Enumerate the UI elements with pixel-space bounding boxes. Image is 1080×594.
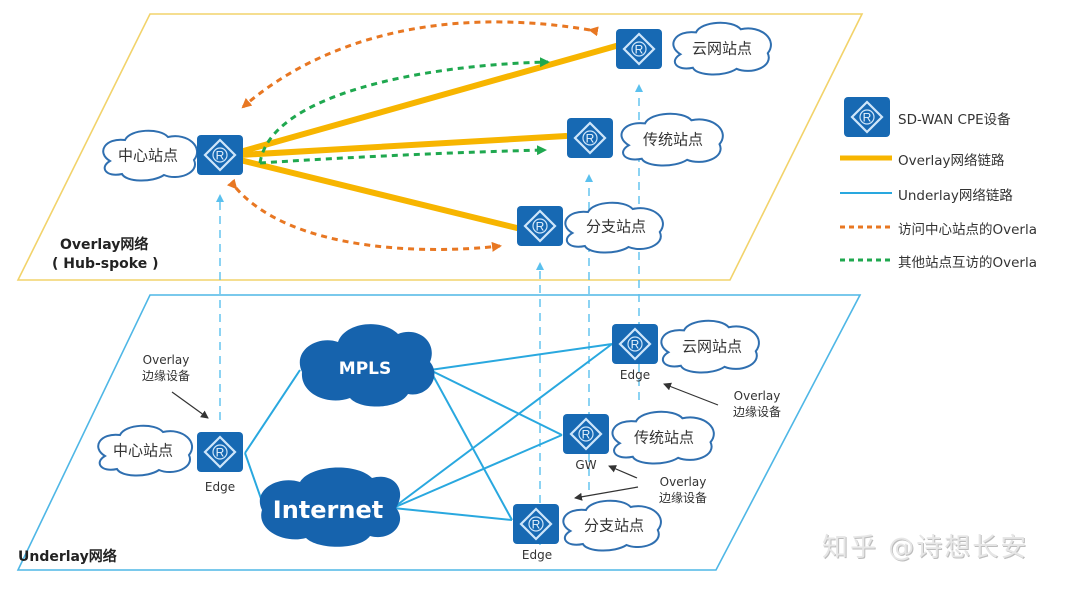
overlay-site-legacy-label: 传统站点 bbox=[642, 130, 704, 149]
overlay-plane-title: Overlay网络 bbox=[60, 237, 149, 253]
overlay-site-cloud-label: 云网站点 bbox=[691, 39, 753, 58]
underlay-legacy-device-role: GW bbox=[575, 458, 597, 472]
annotation-arrows bbox=[171, 382, 719, 501]
router-icon-underlay-hub bbox=[197, 432, 243, 472]
overlay-link-hub-legacy bbox=[237, 133, 569, 158]
legend-item-underlay-link: Underlay网络链路 bbox=[898, 188, 1013, 204]
router-icon-overlay-hub bbox=[197, 135, 243, 175]
underlay-site-cloud-label: 云网站点 bbox=[681, 337, 743, 356]
overlay-site-branch-label: 分支站点 bbox=[585, 217, 647, 236]
router-icon-underlay-branch bbox=[513, 504, 559, 544]
legend-item-cpe: SD-WAN CPE设备 bbox=[898, 112, 1011, 128]
orange-path-hub-branch bbox=[226, 178, 502, 252]
router-icon-overlay-branch bbox=[517, 206, 563, 246]
internet-label: Internet bbox=[272, 496, 384, 524]
overlay-site-hub-label: 中心站点 bbox=[117, 146, 179, 165]
green-path-legacy bbox=[259, 145, 547, 165]
mpls-label: MPLS bbox=[338, 359, 392, 379]
site-to-site-overlay-paths bbox=[258, 57, 550, 165]
legend-item-site-to-site: 其他站点互访的Overla bbox=[898, 255, 1037, 271]
router-icon-underlay-legacy bbox=[563, 414, 609, 454]
orange-path-hub-cloud bbox=[241, 20, 599, 109]
overlay-link-hub-branch bbox=[237, 157, 520, 231]
watermark: 知乎 @诗想长安 bbox=[822, 533, 1029, 563]
legend-router-icon bbox=[844, 97, 890, 137]
legend-lines bbox=[840, 155, 892, 262]
overlay-hub-cloud bbox=[102, 129, 198, 182]
internet-cloud bbox=[259, 467, 401, 547]
underlay-site-legacy-label: 传统站点 bbox=[633, 428, 695, 447]
gw-branch-annotation: Overlay 边缘设备 bbox=[658, 475, 708, 505]
site-clouds bbox=[97, 21, 772, 552]
underlay-hub-cloud bbox=[97, 424, 193, 477]
routers bbox=[197, 29, 890, 544]
underlay-branch-device-role: Edge bbox=[521, 548, 553, 562]
underlay-site-branch-label: 分支站点 bbox=[583, 516, 645, 535]
legend-item-hub-access: 访问中心站点的Overla bbox=[898, 222, 1037, 238]
router-icon-underlay-cloud bbox=[612, 324, 658, 364]
cloud-edge-annotation: Overlay 边缘设备 bbox=[732, 389, 782, 419]
underlay-site-hub-label: 中心站点 bbox=[112, 441, 174, 460]
router-icon-overlay-legacy bbox=[567, 118, 613, 158]
router-icon-overlay-cloud bbox=[616, 29, 662, 69]
underlay-cloud-cloud bbox=[660, 319, 760, 374]
mpls-cloud bbox=[299, 324, 435, 407]
underlay-plane-border bbox=[16, 294, 862, 571]
underlay-legacy-cloud bbox=[611, 410, 715, 465]
underlay-hub-device-role: Edge bbox=[204, 480, 236, 494]
overlay-branch-cloud bbox=[564, 201, 664, 254]
hub-access-overlay-paths bbox=[226, 20, 599, 252]
underlay-cloud-device-role: Edge bbox=[619, 368, 651, 382]
legend-item-overlay-link: Overlay网络链路 bbox=[898, 153, 1005, 169]
overlay-cloud-cloud bbox=[672, 21, 772, 76]
green-path-cloud bbox=[258, 57, 550, 164]
underlay-branch-cloud bbox=[562, 499, 662, 552]
underlay-plane-title: Underlay网络 bbox=[18, 549, 117, 565]
overlay-plane-subtitle: ( Hub-spoke ) bbox=[52, 256, 159, 272]
overlay-plane-border bbox=[16, 13, 864, 281]
overlay-legacy-cloud bbox=[620, 112, 724, 167]
hub-edge-annotation: Overlay 边缘设备 bbox=[141, 353, 191, 383]
